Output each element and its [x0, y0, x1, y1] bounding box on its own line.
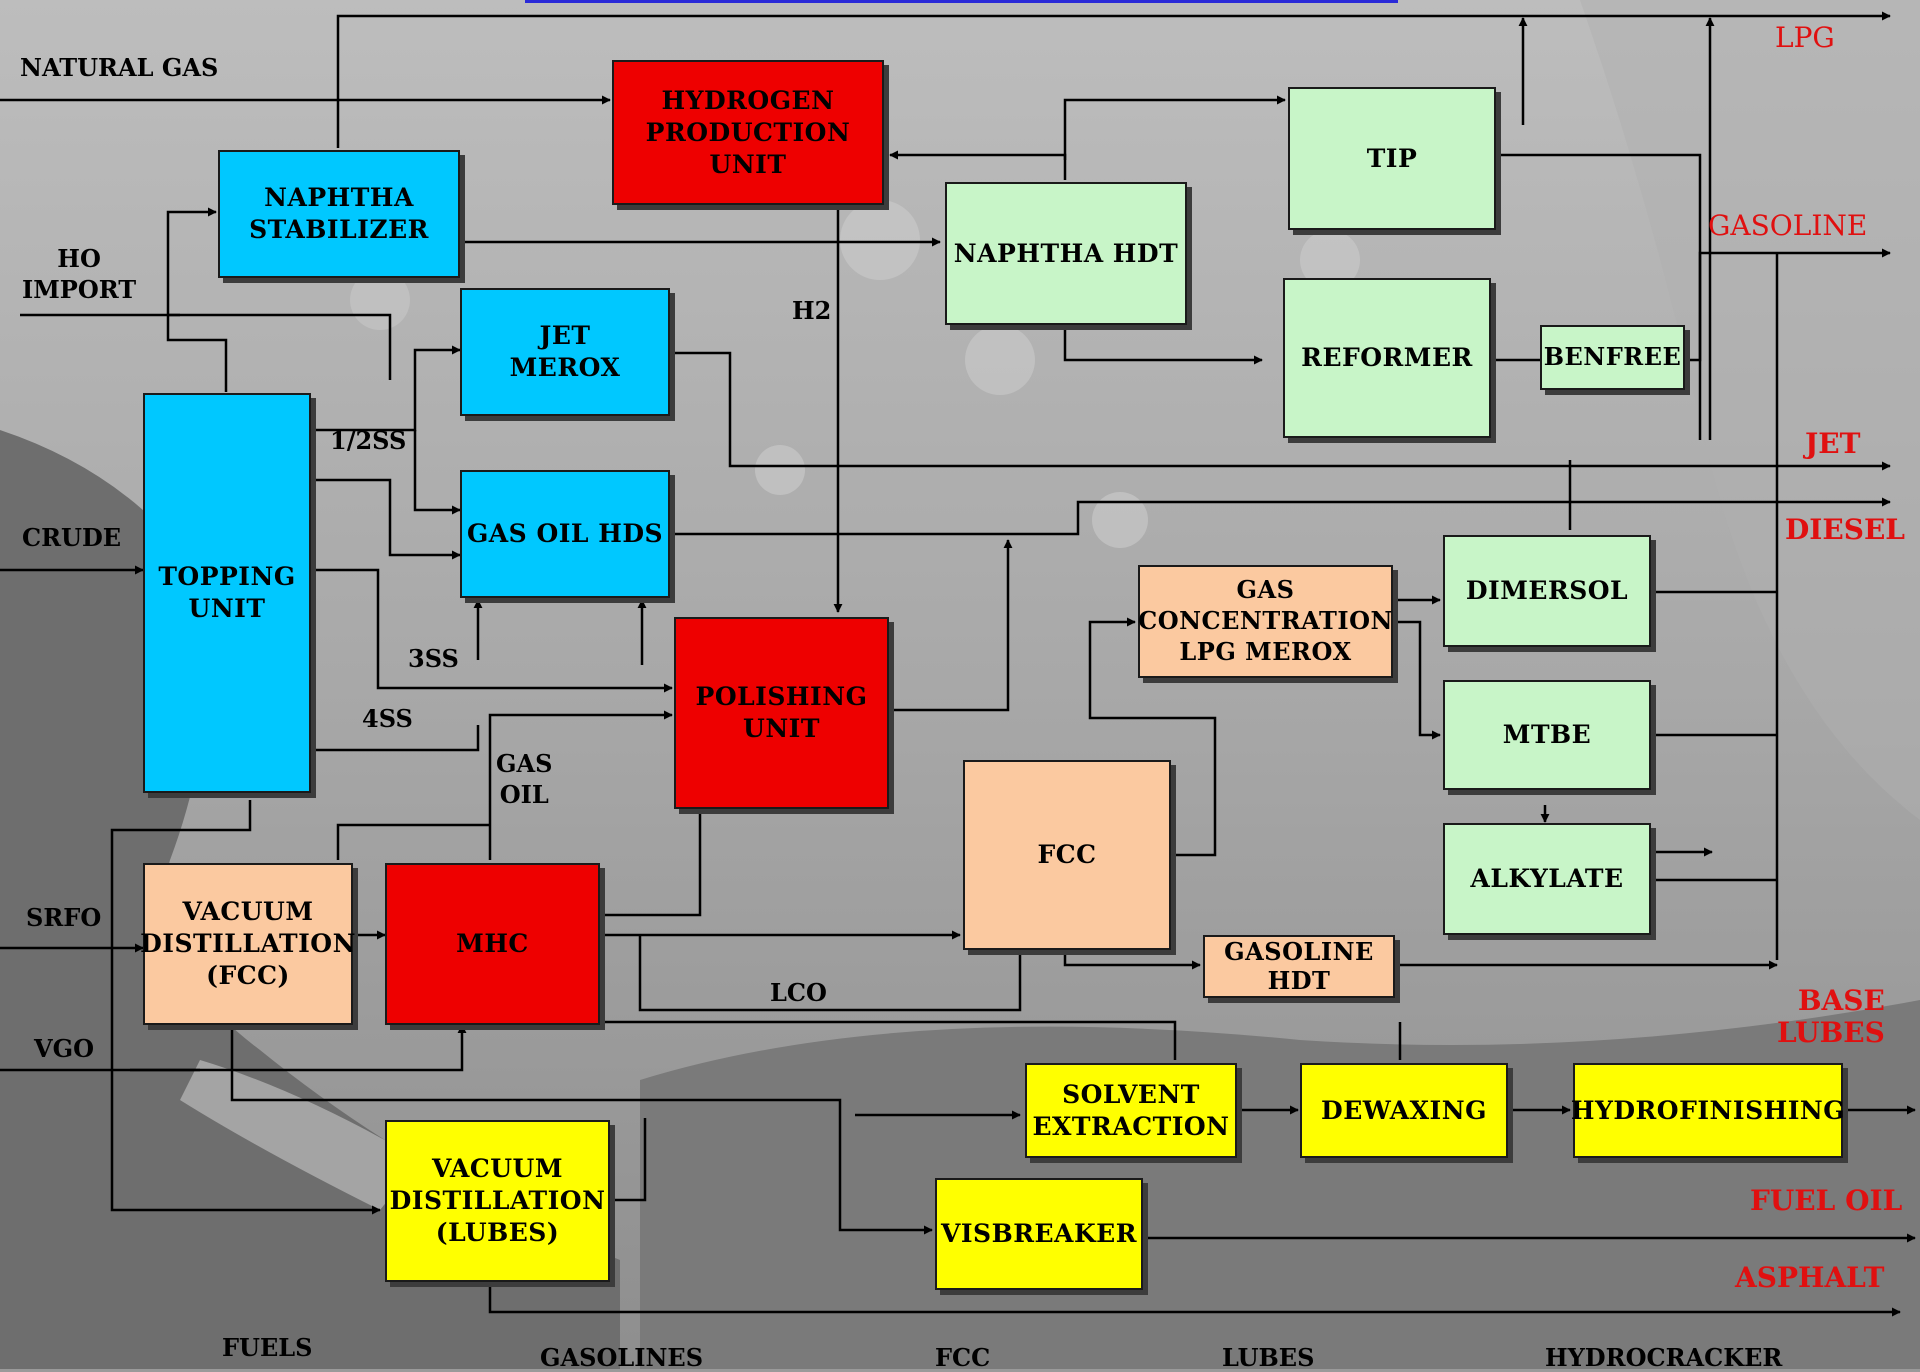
- stream-label-4ss: 4SS: [362, 704, 413, 733]
- hydrogen-production-unit: HYDROGEN PRODUCTION UNIT: [612, 60, 884, 205]
- output-gasoline: GASOLINE: [1708, 209, 1868, 242]
- naphtha-stabilizer-unit: NAPHTHA STABILIZER: [218, 150, 460, 278]
- output-fuel-oil: FUEL OIL: [1750, 1184, 1903, 1217]
- section-lubes: LUBES: [1222, 1343, 1315, 1372]
- section-gasolines: GASOLINES: [540, 1343, 704, 1372]
- mtbe-unit: MTBE: [1443, 680, 1651, 790]
- topping-unit: TOPPING UNIT: [143, 393, 311, 793]
- top-header-link-rule: [525, 0, 1398, 3]
- input-natural-gas: NATURAL GAS: [20, 53, 219, 82]
- stream-label-lco: LCO: [770, 978, 827, 1007]
- output-lpg: LPG: [1775, 21, 1835, 54]
- input-ho-import: HO IMPORT: [22, 244, 137, 305]
- output-base-lubes: BASE LUBES: [1777, 984, 1885, 1050]
- output-asphalt: ASPHALT: [1735, 1261, 1885, 1294]
- vacuum-distillation-fcc-unit: VACUUM DISTILLATION (FCC): [140, 863, 355, 1025]
- benfree-unit: BENFREE: [1540, 325, 1685, 390]
- dimersol-unit: DIMERSOL: [1443, 535, 1651, 647]
- stream-label-3ss: 3SS: [408, 644, 459, 673]
- jet-merox-unit: JET MEROX: [460, 288, 670, 416]
- output-diesel: DIESEL: [1785, 513, 1905, 546]
- tip-unit: TIP: [1288, 87, 1496, 230]
- alkylate-unit: ALKYLATE: [1443, 823, 1651, 935]
- input-srfo: SRFO: [26, 903, 102, 932]
- polishing-unit: POLISHING UNIT: [674, 617, 889, 809]
- visbreaker-unit: VISBREAKER: [935, 1178, 1143, 1290]
- vacuum-distillation-lubes-unit: VACUUM DISTILLATION (LUBES): [385, 1120, 610, 1282]
- reformer-unit: REFORMER: [1283, 278, 1491, 438]
- stream-label-gas-oil: GAS OIL: [496, 749, 553, 810]
- section-fuels: FUELS: [222, 1333, 313, 1362]
- gas-concentration-lpg-merox-unit: GAS CONCENTRATION LPG MEROX: [1138, 565, 1393, 678]
- hydrofinishing-unit: HYDROFINISHING: [1571, 1063, 1845, 1158]
- input-vgo: VGO: [34, 1034, 95, 1063]
- gasoline-hdt-unit: GASOLINE HDT: [1203, 935, 1395, 998]
- output-jet: JET: [1805, 427, 1861, 460]
- stream-label-h2: H2: [792, 296, 832, 325]
- gas-oil-hds-unit: GAS OIL HDS: [460, 470, 670, 598]
- solvent-extraction-unit: SOLVENT EXTRACTION: [1025, 1063, 1237, 1158]
- input-crude: CRUDE: [22, 523, 122, 552]
- naphtha-hdt-unit: NAPHTHA HDT: [945, 182, 1187, 325]
- section-hydrocracker: HYDROCRACKER: [1545, 1343, 1783, 1372]
- fcc-unit: FCC: [963, 760, 1171, 950]
- dewaxing-unit: DEWAXING: [1300, 1063, 1508, 1158]
- stream-label-half-2ss: 1/2SS: [330, 426, 407, 455]
- mhc-unit: MHC: [385, 863, 600, 1025]
- section-fcc: FCC: [935, 1343, 991, 1372]
